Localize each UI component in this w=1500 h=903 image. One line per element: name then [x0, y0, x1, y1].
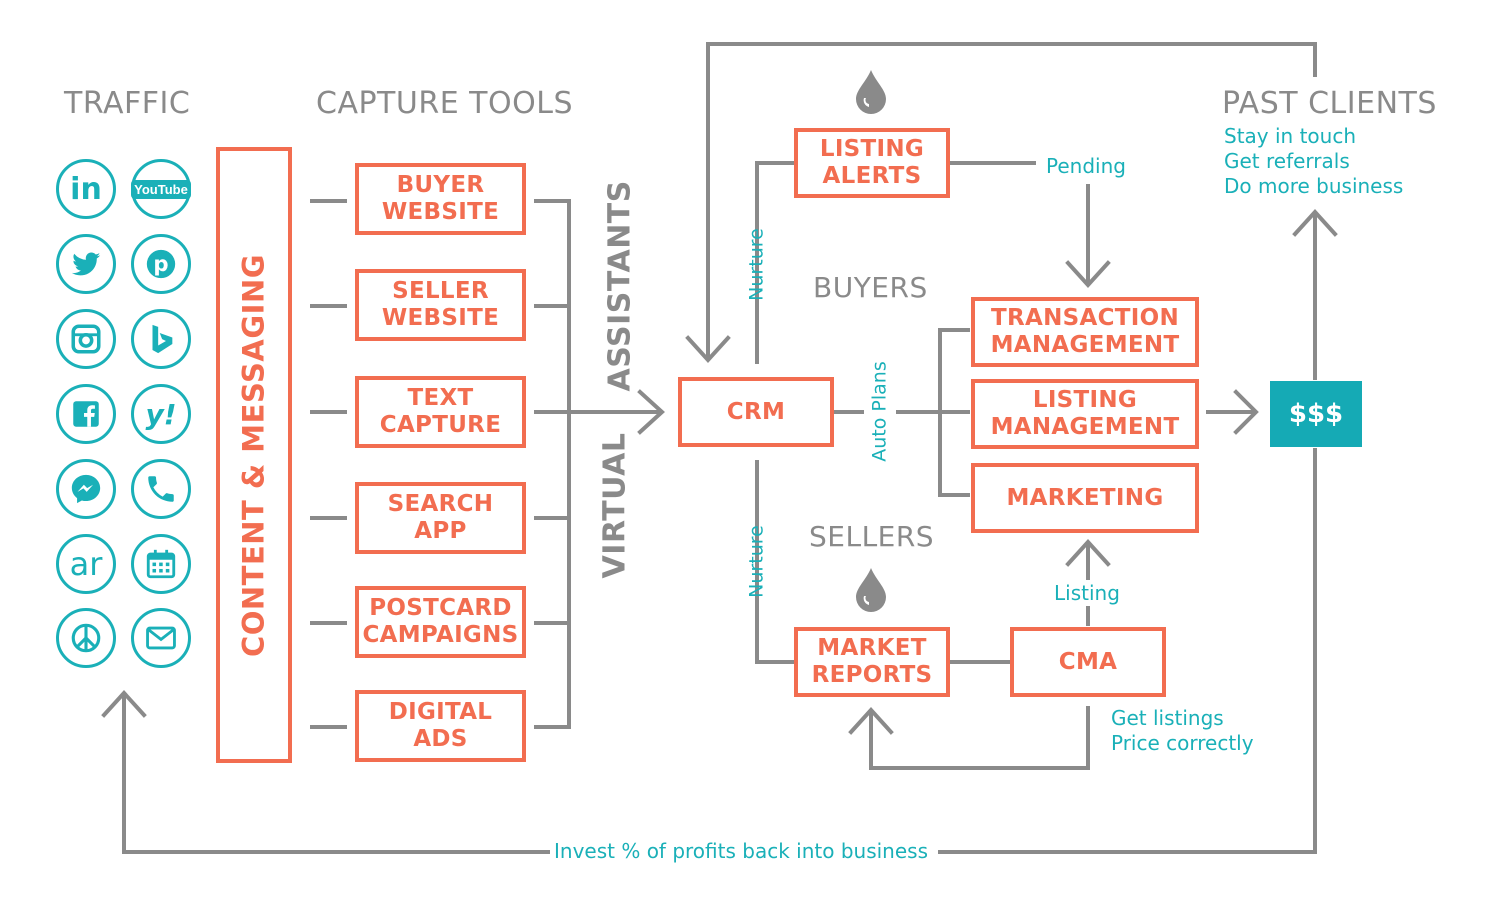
seller-website-box: SELLER WEBSITE — [355, 269, 526, 341]
crm-box: CRM — [678, 377, 834, 447]
crm-label: CRM — [726, 398, 786, 425]
marketing-label: MARKETING — [1006, 484, 1164, 511]
text-capture-label: TEXT CAPTURE — [379, 385, 502, 438]
sellers-header: SELLERS — [809, 520, 935, 553]
money-box: $$$ — [1270, 381, 1362, 447]
invest-label: Invest % of profits back into business — [554, 839, 928, 863]
search-app-box: SEARCH APP — [355, 482, 526, 554]
note-price-correctly: Price correctly — [1111, 731, 1254, 755]
instagram-icon — [56, 309, 116, 369]
past-clients-notes: Stay in touch Get referrals Do more busi… — [1224, 124, 1403, 199]
content-messaging-box: CONTENT & MESSAGING — [216, 147, 292, 763]
pending-label: Pending — [1046, 154, 1126, 178]
buyers-header: BUYERS — [813, 271, 928, 304]
past-clients-header: PAST CLIENTS — [1222, 86, 1437, 121]
calendar-icon — [131, 534, 191, 594]
search-app-label: SEARCH APP — [387, 491, 494, 544]
ar-icon: ar — [56, 534, 116, 594]
seller-website-label: SELLER WEBSITE — [381, 278, 500, 331]
messenger-icon — [56, 459, 116, 519]
buyer-website-box: BUYER WEBSITE — [355, 163, 526, 235]
facebook-icon — [56, 384, 116, 444]
postcard-campaigns-box: POSTCARD CAMPAIGNS — [355, 586, 526, 658]
buyer-website-label: BUYER WEBSITE — [381, 172, 500, 225]
text-capture-box: TEXT CAPTURE — [355, 376, 526, 448]
mail-icon — [131, 608, 191, 668]
digital-ads-label: DIGITAL ADS — [388, 699, 493, 752]
listing-management-label: LISTING MANAGEMENT — [990, 387, 1180, 440]
svg-text:p: p — [153, 252, 168, 277]
youtube-icon: YouTube — [131, 159, 191, 219]
digital-ads-box: DIGITAL ADS — [355, 690, 526, 762]
note-do-more-business: Do more business — [1224, 174, 1404, 198]
phone-icon — [131, 459, 191, 519]
auto-plans-label: Auto Plans — [868, 361, 891, 462]
linkedin-icon: in — [56, 159, 116, 219]
bing-icon — [131, 309, 191, 369]
listing-alerts-label: LISTING ALERTS — [819, 136, 925, 189]
cma-label: CMA — [1058, 648, 1118, 675]
listing-alerts-box: LISTING ALERTS — [794, 128, 950, 198]
market-reports-box: MARKET REPORTS — [794, 627, 950, 697]
nurture-top-label: Nurture — [745, 228, 768, 301]
transaction-management-box: TRANSACTION MANAGEMENT — [971, 297, 1199, 367]
cma-box: CMA — [1010, 627, 1166, 697]
note-stay-in-touch: Stay in touch — [1224, 124, 1357, 148]
assistants-label: ASSISTANTS — [602, 180, 638, 392]
note-get-referrals: Get referrals — [1224, 149, 1350, 173]
capture-tools-header: CAPTURE TOOLS — [316, 86, 573, 121]
peace-icon — [56, 608, 116, 668]
nurture-bottom-label: Nurture — [745, 525, 768, 598]
market-reports-label: MARKET REPORTS — [811, 635, 933, 688]
listing-management-box: LISTING MANAGEMENT — [971, 379, 1199, 449]
listing-label: Listing — [1054, 581, 1120, 605]
pinterest-icon: p — [131, 234, 191, 294]
marketing-box: MARKETING — [971, 463, 1199, 533]
postcard-campaigns-label: POSTCARD CAMPAIGNS — [362, 595, 519, 648]
virtual-label: VIRTUAL — [597, 432, 633, 579]
content-messaging-label: CONTENT & MESSAGING — [236, 253, 271, 657]
cma-notes: Get listings Price correctly — [1111, 706, 1254, 756]
traffic-header: TRAFFIC — [64, 86, 191, 121]
yahoo-icon: y! — [131, 384, 191, 444]
twitter-icon — [56, 234, 116, 294]
note-get-listings: Get listings — [1111, 706, 1224, 730]
transaction-management-label: TRANSACTION MANAGEMENT — [990, 305, 1180, 358]
